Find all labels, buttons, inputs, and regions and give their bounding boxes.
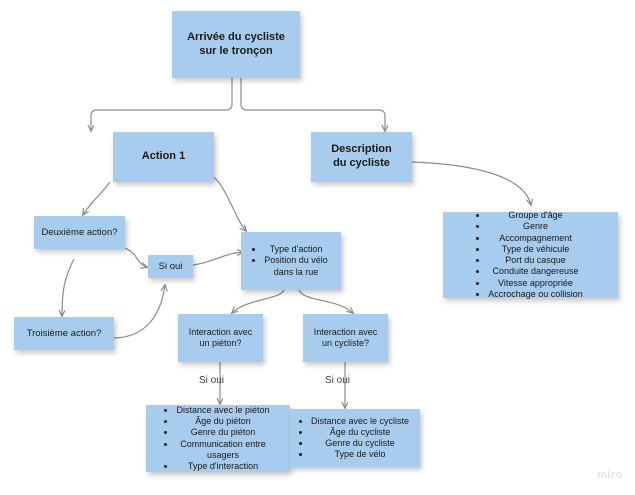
list-item: Groupe d'âge — [488, 210, 583, 221]
list-item: Accompagnement — [488, 233, 583, 244]
list-item: Type de vélo — [311, 449, 409, 460]
node-cycliste-details-list: Distance avec le cycliste Âge du cyclist… — [295, 416, 415, 461]
edge-action1-to-deuxieme — [83, 181, 111, 215]
list-item: Genre du piéton — [176, 427, 269, 438]
node-interaction-pieton-label: Interaction avec un piéton? — [188, 326, 253, 348]
node-action-1-label: Action 1 — [141, 150, 186, 163]
node-si-oui[interactable]: Si oui — [148, 255, 193, 278]
edge-type-action-to-interaction-pieton — [232, 289, 285, 313]
list-item: Type de véhicule — [488, 244, 583, 255]
list-item: Vitesse appropriée — [488, 278, 583, 289]
node-cyclist-details-list: Groupe d'âge Genre Accompagnement Type d… — [472, 210, 589, 300]
node-si-oui-label: Si oui — [158, 260, 183, 272]
node-troisieme-action-label: Troisième action? — [26, 327, 102, 339]
edge-deuxieme-to-troisieme — [62, 258, 75, 316]
node-interaction-cycliste-label: Interaction avec un cycliste? — [313, 326, 378, 348]
node-troisieme-action[interactable]: Troisième action? — [14, 317, 114, 350]
node-deuxieme-action[interactable]: Deuxième action? — [34, 216, 125, 249]
node-interaction-cycliste[interactable]: Interaction avec un cycliste? — [303, 314, 388, 362]
edge-label-cycliste-si-oui: Si oui — [325, 375, 351, 386]
edge-start-to-action1 — [91, 78, 233, 131]
list-item: Âge du cycliste — [311, 427, 409, 438]
edge-troisieme-to-si-oui — [112, 285, 165, 339]
node-type-action-list: Type d'action Position du vélo dans la r… — [248, 244, 334, 278]
node-type-action[interactable]: Type d'action Position du vélo dans la r… — [241, 232, 341, 290]
node-cyclist-details[interactable]: Groupe d'âge Genre Accompagnement Type d… — [443, 210, 618, 300]
node-action-1[interactable]: Action 1 — [113, 132, 214, 182]
edge-si-oui-to-type-action — [192, 252, 243, 266]
list-item: Accrochage ou collision — [488, 289, 583, 300]
edge-type-action-to-interaction-cycliste — [298, 289, 353, 313]
node-start-label: Arrivée du cycliste sur le tronçon — [187, 30, 285, 57]
list-item: Âge du piéton — [176, 416, 269, 427]
node-deuxieme-action-label: Deuxième action? — [41, 226, 118, 238]
node-start[interactable]: Arrivée du cycliste sur le tronçon — [172, 11, 300, 78]
miro-watermark: miro — [597, 469, 623, 481]
edge-start-to-description — [240, 78, 385, 131]
list-item: Genre — [488, 221, 583, 232]
list-item: Type d'action — [264, 244, 328, 255]
edge-deuxieme-to-si-oui — [123, 247, 147, 267]
node-cycliste-details[interactable]: Distance avec le cycliste Âge du cyclist… — [290, 409, 420, 467]
list-item: Position du vélo dans la rue — [264, 255, 328, 278]
list-item: Genre du cycliste — [311, 438, 409, 449]
list-item: Conduite dangereuse — [488, 266, 583, 277]
list-item: Port du casque — [488, 255, 583, 266]
node-description-cycliste[interactable]: Description du cycliste — [311, 132, 412, 182]
edge-label-pieton-si-oui: Si oui — [199, 375, 225, 386]
node-pieton-details-list: Distance avec le piéton Âge du piéton Ge… — [160, 405, 275, 473]
list-item: Distance avec le piéton — [176, 405, 269, 416]
node-interaction-pieton[interactable]: Interaction avec un piéton? — [178, 314, 263, 362]
list-item: Type d'interaction — [176, 461, 269, 472]
node-description-cycliste-label: Description du cycliste — [331, 143, 392, 169]
list-item: Distance avec le cycliste — [311, 416, 409, 427]
node-pieton-details[interactable]: Distance avec le piéton Âge du piéton Ge… — [146, 405, 290, 472]
edge-description-to-cyclist-details — [411, 161, 531, 205]
list-item: Communication entre usagers — [176, 439, 269, 462]
